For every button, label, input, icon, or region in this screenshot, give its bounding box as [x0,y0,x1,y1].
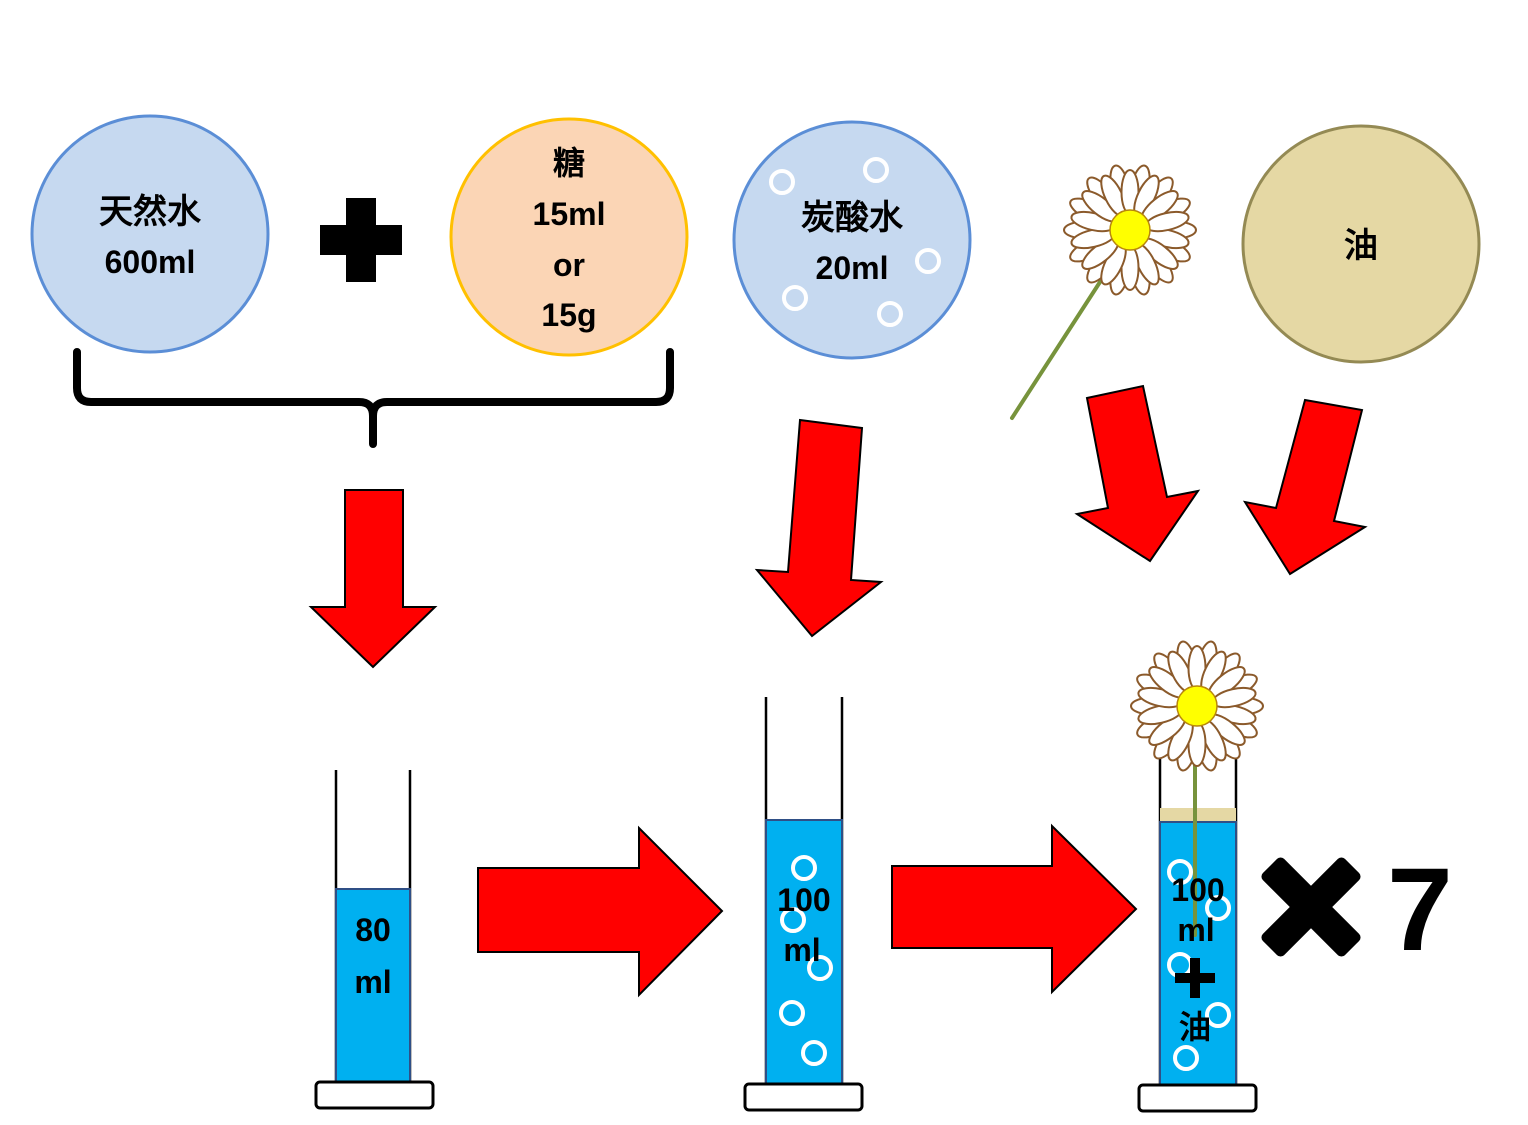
arrow-oil-to-cylinder-3 [1242,398,1368,576]
bubble-icon [1173,1045,1199,1071]
flower-stem [1010,280,1102,420]
cylinder-1-volume: 80 [355,912,391,948]
sugar-amount-volume: 15ml [533,196,606,232]
graduated-cylinder-2: 100 ml [743,697,864,1112]
cylinder-3-additive: 油 [1179,1009,1211,1045]
bubble-icon [801,1040,827,1066]
flower-petals [1063,164,1197,296]
soda-water-amount: 20ml [816,250,889,286]
cylinder-3-unit: ml [1177,912,1214,948]
arrow-down-to-cylinder-1 [308,489,438,669]
bubble-icon [877,301,903,327]
sugar-circle-shape [449,117,689,357]
natural-water-amount: 600ml [105,244,196,280]
soda-water-name: 炭酸水 [801,199,904,237]
brace-icon [73,348,674,448]
flower-center [1109,209,1151,251]
bubble-icon [791,855,817,881]
cylinder-base [1137,1083,1258,1113]
cylinder-base [314,1080,435,1110]
bubble-icon [1167,859,1193,885]
sugar-name: 糖 [553,145,585,181]
small-plus-icon [1175,958,1215,998]
sugar-amount-weight: 15g [541,297,596,333]
bubble-icon [779,1000,805,1026]
cylinder-liquid [765,819,843,1086]
cylinder-base [743,1082,864,1112]
arrow-right-2 [891,823,1138,995]
oil-name: 油 [1344,227,1378,265]
arrow-down-to-cylinder-2 [754,418,884,638]
cylinder-liquid [1159,821,1237,1088]
bubble-icon [769,169,795,195]
flower-center [1176,685,1218,727]
repeat-count: 7 [1387,844,1453,976]
daisy-flower-icon [1063,164,1197,296]
sugar-circle: 糖 15ml or 15g [449,117,689,357]
bubble-icon [863,157,889,183]
water-circle-shape [30,114,270,354]
bubble-icon [1205,1002,1231,1028]
bubble-icon [807,955,833,981]
multiply-icon [1261,857,1361,957]
natural-water-name: 天然水 [99,192,202,231]
arrow-right-1 [477,825,724,998]
plus-icon [320,198,402,282]
cylinder-1-unit: ml [354,964,391,1000]
cylinder-2-unit: ml [783,932,820,968]
graduated-cylinder-1: 80 ml [314,770,435,1110]
daisy-flower-icon [1130,640,1264,772]
cylinder-3-volume: 100 [1171,872,1224,908]
bubble-icon [915,248,941,274]
natural-water-circle: 天然水 600ml [30,114,270,354]
soda-circle-shape [732,120,972,360]
oil-layer [1160,808,1236,822]
flower-petals [1130,640,1264,772]
arrow-flower-to-cylinder-3 [1074,384,1201,563]
graduated-cylinder-3: 100 ml 油 [1137,738,1258,1113]
sugar-conjunction: or [553,247,585,283]
bubble-icon [782,285,808,311]
bubble-icon [780,907,806,933]
oil-circle: 油 [1241,124,1481,364]
cylinder-liquid [335,888,411,1084]
bubble-icon [1205,895,1231,921]
soda-water-circle: 炭酸水 20ml [732,120,972,360]
cylinder-2-volume: 100 [777,882,830,918]
oil-circle-shape [1241,124,1481,364]
